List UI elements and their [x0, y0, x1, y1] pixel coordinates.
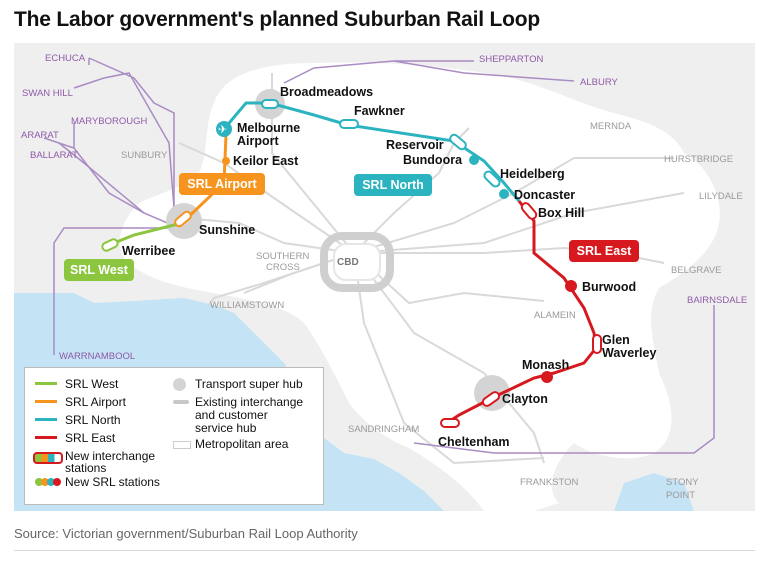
label-sunbury: SUNBURY	[121, 150, 168, 161]
label-swan-hill: SWAN HILL	[22, 88, 73, 99]
badge-srl-airport	[179, 173, 265, 195]
label-sunshine: Sunshine	[199, 223, 255, 237]
station-dot-doncaster	[499, 189, 509, 199]
legend-swatch-new-srl	[35, 478, 61, 486]
western-port	[614, 473, 694, 511]
label-glen: Glen	[602, 333, 630, 347]
legend-swatch-metro	[173, 441, 191, 449]
badge-srl-east	[569, 240, 639, 262]
label-werribee: Werribee	[122, 244, 175, 258]
station-dot-monash	[541, 371, 553, 383]
legend-swatch-srl-east	[35, 436, 57, 439]
label-point: POINT	[666, 490, 695, 501]
interchange-cheltenham	[440, 418, 460, 428]
legend-metro-area: Metropolitan area	[195, 437, 289, 451]
label-maryborough: MARYBOROUGH	[71, 116, 148, 127]
legend-srl-north: SRL North	[65, 413, 121, 427]
legend-existing-2: and customer	[195, 408, 268, 422]
interchange-broadmeadows	[261, 99, 279, 109]
interchange-reservoir	[449, 133, 467, 151]
label-srl-north: SRL North	[362, 178, 424, 192]
label-clayton: Clayton	[502, 392, 548, 406]
legend-existing-1: Existing interchange	[195, 395, 304, 409]
station-dot-burwood	[565, 280, 577, 292]
label-monash: Monash	[522, 358, 569, 372]
label-alamein: ALAMEIN	[534, 310, 576, 321]
label-shepparton: SHEPPARTON	[479, 54, 544, 65]
legend-swatch-hub	[173, 378, 186, 391]
station-dot-bundoora	[469, 155, 479, 165]
map-title: The Labor government's planned Suburban …	[14, 8, 541, 31]
rail-map: ✈ SRL Airport SRL North SRL East SRL Wes…	[14, 43, 755, 511]
label-doncaster: Doncaster	[514, 188, 575, 202]
srl-north-line-a	[222, 101, 521, 202]
interchange-fawkner	[339, 119, 359, 129]
interchange-box-hill	[520, 202, 538, 220]
interchange-clayton	[481, 391, 501, 407]
legend-new-srl: New SRL stations	[65, 475, 160, 489]
label-albury: ALBURY	[580, 77, 619, 88]
label-fawkner: Fawkner	[354, 104, 405, 118]
station-dot-keilor-east	[222, 157, 230, 165]
label-bairnsdale: BAIRNSDALE	[687, 295, 747, 306]
label-cross: CROSS	[266, 262, 300, 273]
label-burwood: Burwood	[582, 280, 636, 294]
bottom-divider	[14, 550, 755, 551]
legend-srl-east: SRL East	[65, 431, 116, 445]
label-stony: STONY	[666, 477, 699, 488]
legend-existing-3: service hub	[195, 421, 257, 435]
label-airport-1: Melbourne	[237, 121, 300, 135]
map-canvas: ✈ SRL Airport SRL North SRL East SRL Wes…	[14, 53, 747, 511]
label-srl-east: SRL East	[577, 244, 632, 258]
label-williamstown: WILLIAMSTOWN	[210, 300, 284, 311]
label-heidelberg: Heidelberg	[500, 167, 565, 181]
interchange-sunshine	[174, 210, 192, 228]
legend-swatch-srl-airport	[35, 400, 57, 403]
label-broadmeadows: Broadmeadows	[280, 85, 373, 99]
interchange-werribee	[101, 238, 119, 252]
legend-swatch-existing	[173, 400, 189, 404]
legend-swatch-srl-north	[35, 418, 57, 421]
label-echuca: ECHUCA	[45, 53, 86, 64]
label-keilor-east: Keilor East	[233, 154, 299, 168]
label-frankston: FRANKSTON	[520, 477, 579, 488]
regional-lines	[43, 57, 715, 454]
legend-new-interchange-1: New interchange	[65, 449, 156, 463]
label-box-hill: Box Hill	[538, 206, 585, 220]
label-waverley: Waverley	[602, 346, 656, 360]
label-cheltenham: Cheltenham	[438, 435, 510, 449]
cbd-loop	[320, 232, 394, 292]
label-cbd: CBD	[337, 257, 359, 268]
label-warrnambool: WARRNAMBOOL	[59, 351, 135, 362]
label-ararat: ARARAT	[21, 130, 59, 141]
interchange-glen-waverley	[592, 334, 602, 354]
legend-srl-west: SRL West	[65, 377, 119, 391]
legend-swatch-interchange	[33, 452, 63, 464]
label-belgrave: BELGRAVE	[671, 265, 722, 276]
label-reservoir: Reservoir	[386, 138, 444, 152]
legend: SRL West SRL Airport SRL North SRL East …	[24, 367, 324, 505]
label-airport-2: Airport	[237, 134, 280, 148]
label-southern: SOUTHERN	[256, 251, 309, 262]
label-sandringham: SANDRINGHAM	[348, 424, 419, 435]
plane-icon: ✈	[218, 123, 227, 136]
label-ballarat: BALLARAT	[30, 150, 78, 161]
label-lilydale: LILYDALE	[699, 191, 743, 202]
interchange-heidelberg	[483, 170, 501, 188]
metro-area	[120, 62, 720, 511]
label-srl-west: SRL West	[70, 263, 129, 277]
legend-super-hub: Transport super hub	[195, 377, 303, 391]
legend-swatch-srl-west	[35, 382, 57, 385]
label-hurstbridge: HURSTBRIDGE	[664, 154, 733, 165]
legend-srl-airport: SRL Airport	[65, 395, 126, 409]
badge-srl-west	[64, 259, 134, 281]
legend-new-interchange-2: stations	[65, 461, 107, 475]
station-dot-airport	[216, 121, 232, 137]
label-bundoora: Bundoora	[403, 153, 463, 167]
source-note: Source: Victorian government/Suburban Ra…	[14, 526, 358, 541]
label-srl-airport: SRL Airport	[187, 177, 257, 191]
label-mernda: MERNDA	[590, 121, 632, 132]
badge-srl-north	[354, 174, 432, 196]
